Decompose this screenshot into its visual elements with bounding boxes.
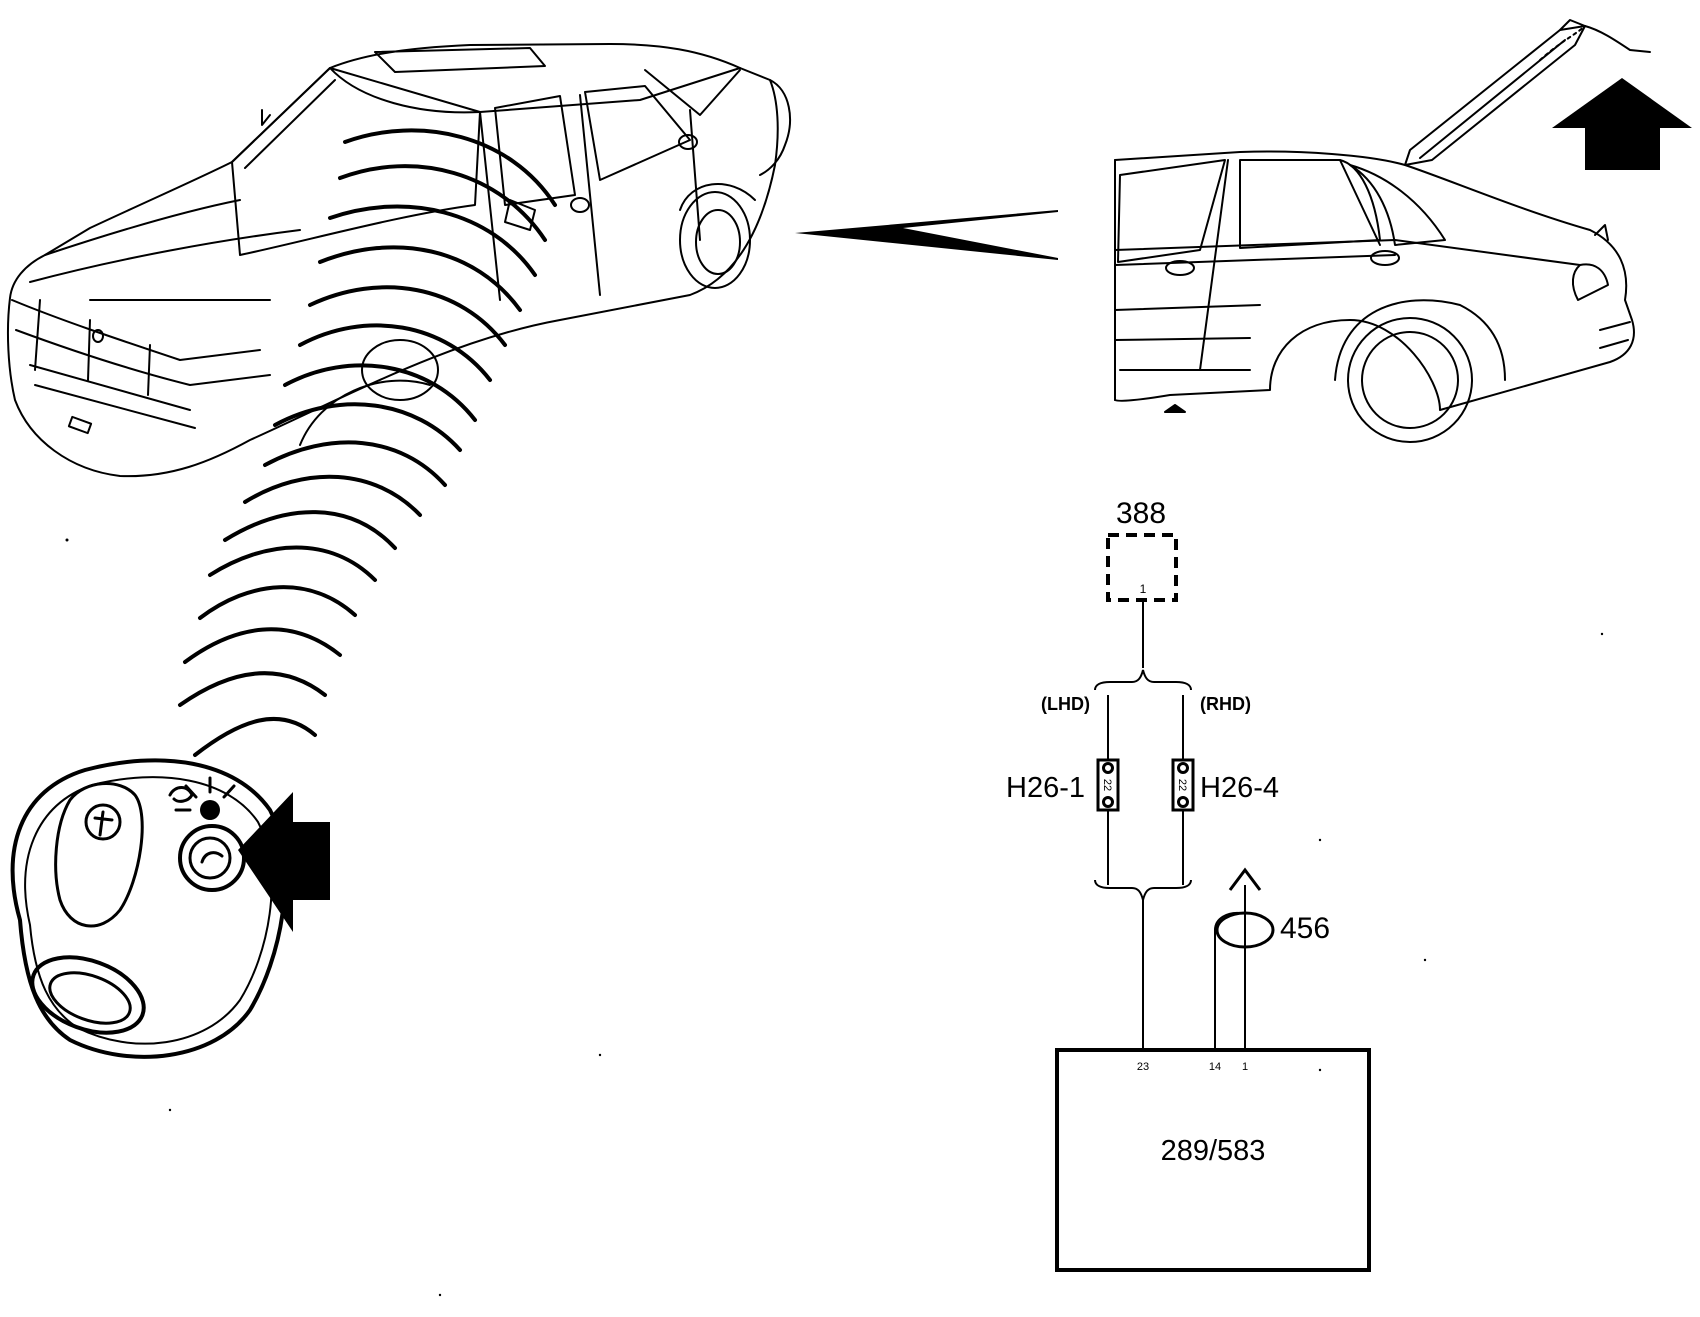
- connector-lhd-variant: (LHD): [1041, 694, 1090, 714]
- module-388-pin: 1: [1140, 582, 1147, 596]
- scan-specks: [65, 538, 1604, 1297]
- control-unit-pin-23: 23: [1137, 1061, 1149, 1073]
- arrow-left-icon: [238, 792, 330, 932]
- signal-loop: [1215, 911, 1275, 949]
- module-388-label: 388: [1116, 497, 1166, 530]
- connector-h26-4-label: H26-4: [1200, 772, 1279, 804]
- car-rear-tailgate-illustration: [1114, 19, 1651, 443]
- control-unit-box: [1055, 1048, 1371, 1272]
- connector-rhd-variant: (RHD): [1200, 694, 1251, 714]
- remote-key-fob-illustration: [10, 758, 287, 1059]
- connector-h26-1-symbol: [1096, 758, 1120, 812]
- wiring-schematic: 388 1 22 H26-1: [1006, 497, 1371, 1272]
- arrow-up-icon: [1552, 78, 1692, 170]
- connector-h26-4-symbol: [1171, 758, 1195, 812]
- control-unit-label: 289/583: [1161, 1135, 1266, 1167]
- connector-h26-1-label: H26-1: [1006, 772, 1085, 804]
- radio-waves-icon: [178, 128, 557, 757]
- control-unit-pin-1: 1: [1242, 1061, 1248, 1073]
- control-unit-pin-14: 14: [1209, 1061, 1221, 1073]
- signal-arrow-head-icon: [1228, 867, 1262, 891]
- connector-h26-1-pin: 22: [1101, 779, 1113, 791]
- connector-h26-4-pin: 22: [1176, 779, 1188, 791]
- view-pointer-wedge: [795, 210, 1058, 260]
- signal-456-label: 456: [1280, 912, 1330, 945]
